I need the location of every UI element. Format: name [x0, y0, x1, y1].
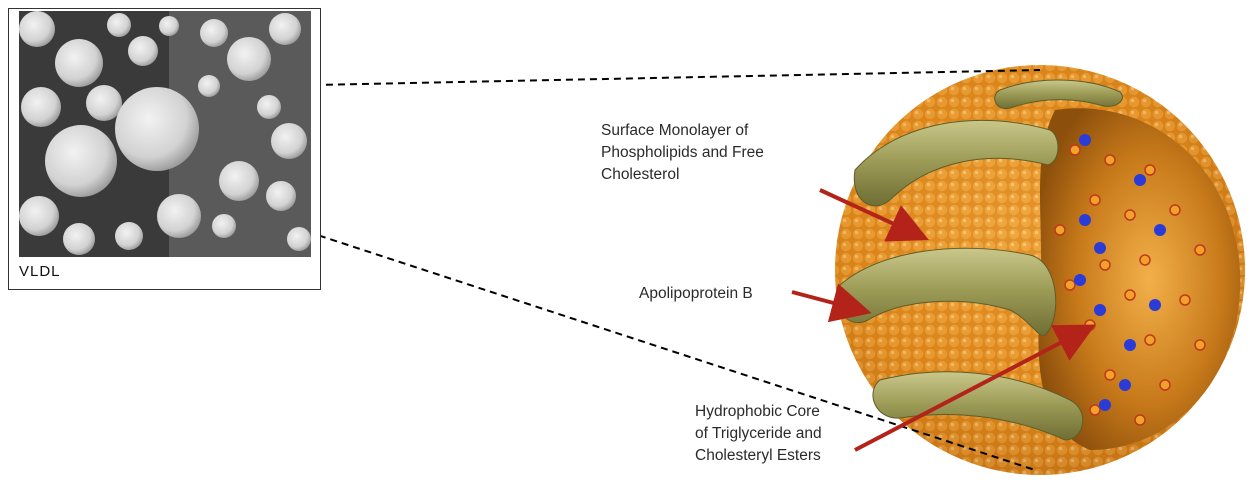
surface-monolayer-label: Surface Monolayer of Phospholipids and F…	[601, 120, 764, 186]
vldl-micrograph-panel: VLDL	[8, 8, 321, 290]
hydrophobic-core-label: Hydrophobic Core of Triglyceride and Cho…	[695, 401, 822, 467]
lipoprotein-particle	[835, 65, 1245, 475]
vldl-caption: VLDL	[19, 263, 61, 280]
apolipoprotein-b-label: Apolipoprotein B	[639, 283, 753, 305]
vldl-micrograph-image	[19, 11, 311, 257]
